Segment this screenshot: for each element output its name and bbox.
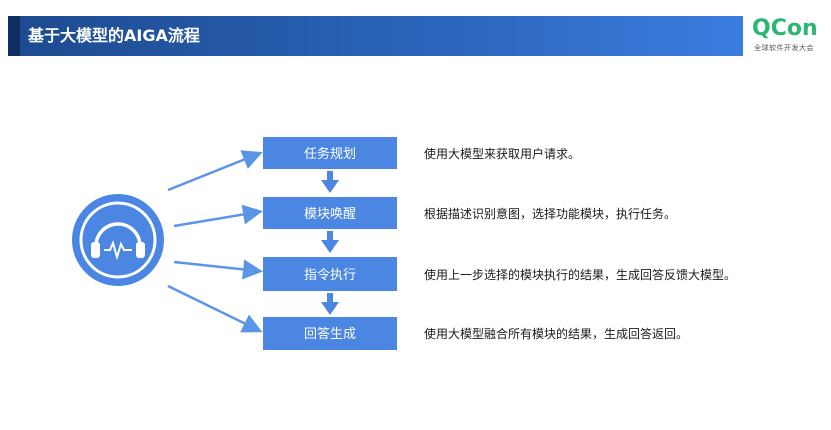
page-title: 基于大模型的AIGA流程 xyxy=(28,26,200,45)
headphones-waveform-icon xyxy=(72,194,164,286)
logo-name: QCon xyxy=(752,16,818,41)
qcon-logo: QCon 全球软件开发大会 xyxy=(752,16,828,54)
fan-arrow-2 xyxy=(173,204,263,228)
step-3: 指令执行 xyxy=(263,257,397,291)
fan-arrow-1 xyxy=(167,150,263,192)
step-4: 回答生成 xyxy=(263,317,397,350)
step-3-description: 使用上一步选择的模块执行的结果，生成回答反馈大模型。 xyxy=(424,267,736,282)
fan-arrow-4 xyxy=(167,284,263,333)
step-2-label: 模块唤醒 xyxy=(304,207,356,222)
down-arrow-2 xyxy=(321,231,339,253)
header-accent xyxy=(8,16,20,56)
down-arrow-3 xyxy=(321,293,339,315)
fan-arrows xyxy=(167,150,263,333)
logo-subtitle: 全球软件开发大会 xyxy=(754,44,814,52)
step-2: 模块唤醒 xyxy=(263,197,397,229)
step-4-description: 使用大模型融合所有模块的结果，生成回答返回。 xyxy=(424,326,688,341)
step-1-label: 任务规划 xyxy=(304,146,356,162)
step-2-description: 根据描述识别意图，选择功能模块，执行任务。 xyxy=(424,206,676,221)
step-4-label: 回答生成 xyxy=(304,326,356,342)
header-bar xyxy=(8,16,743,56)
step-1-description: 使用大模型来获取用户请求。 xyxy=(424,146,580,161)
fan-arrow-3 xyxy=(173,259,263,280)
step-3-label: 指令执行 xyxy=(304,268,356,283)
down-arrow-1 xyxy=(321,171,339,193)
step-1: 任务规划 xyxy=(263,137,397,169)
